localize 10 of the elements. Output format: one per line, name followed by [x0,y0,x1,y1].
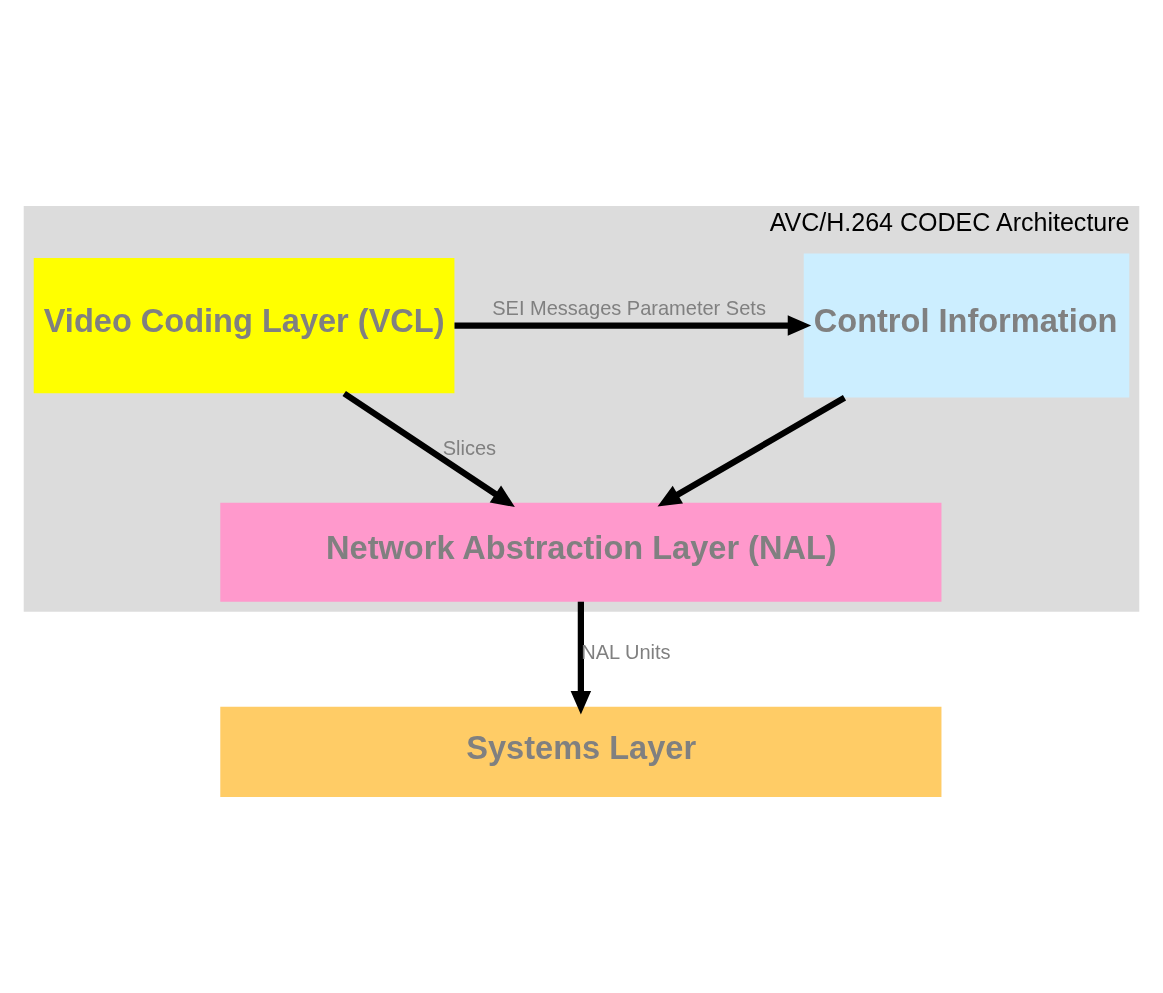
node-box: Control Information [803,253,1130,398]
edge-label: Slices [442,436,497,459]
node-box: Network Abstraction Layer (NAL) [220,502,942,602]
edge-label: SEI Messages Parameter Sets [492,297,766,320]
node-box: Video Coding Layer (VCL) [33,258,455,394]
node-box: Systems Layer [220,706,942,797]
arrow [454,315,812,336]
arrow [570,601,592,715]
arrow [342,390,515,508]
arrow [657,395,847,507]
